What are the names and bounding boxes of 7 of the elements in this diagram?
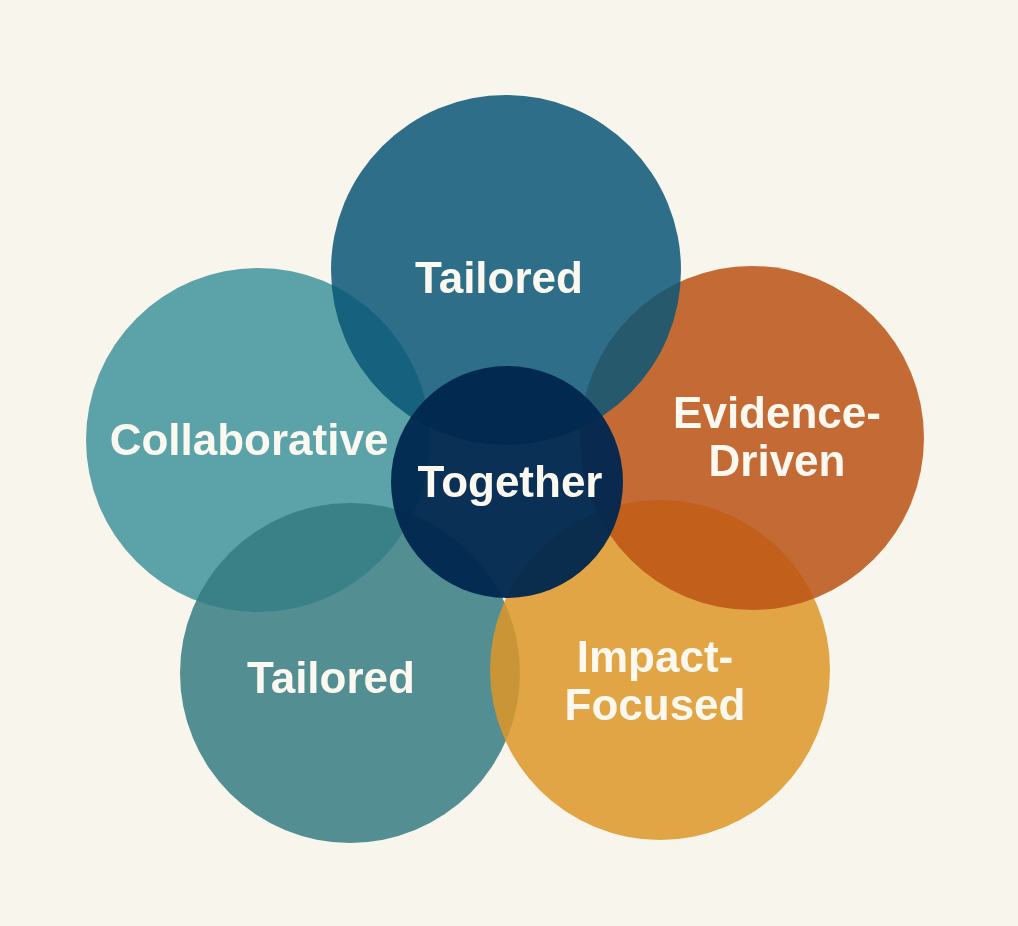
circle-label: Tailored (415, 254, 583, 302)
circle-label: Evidence-Driven (673, 389, 881, 485)
circle-label: Impact-Focused (564, 633, 746, 729)
circle-label: Tailored (247, 654, 415, 702)
circle-label: Together (417, 458, 603, 506)
circle-label: Collaborative (109, 416, 389, 464)
venn-circle (391, 366, 623, 598)
